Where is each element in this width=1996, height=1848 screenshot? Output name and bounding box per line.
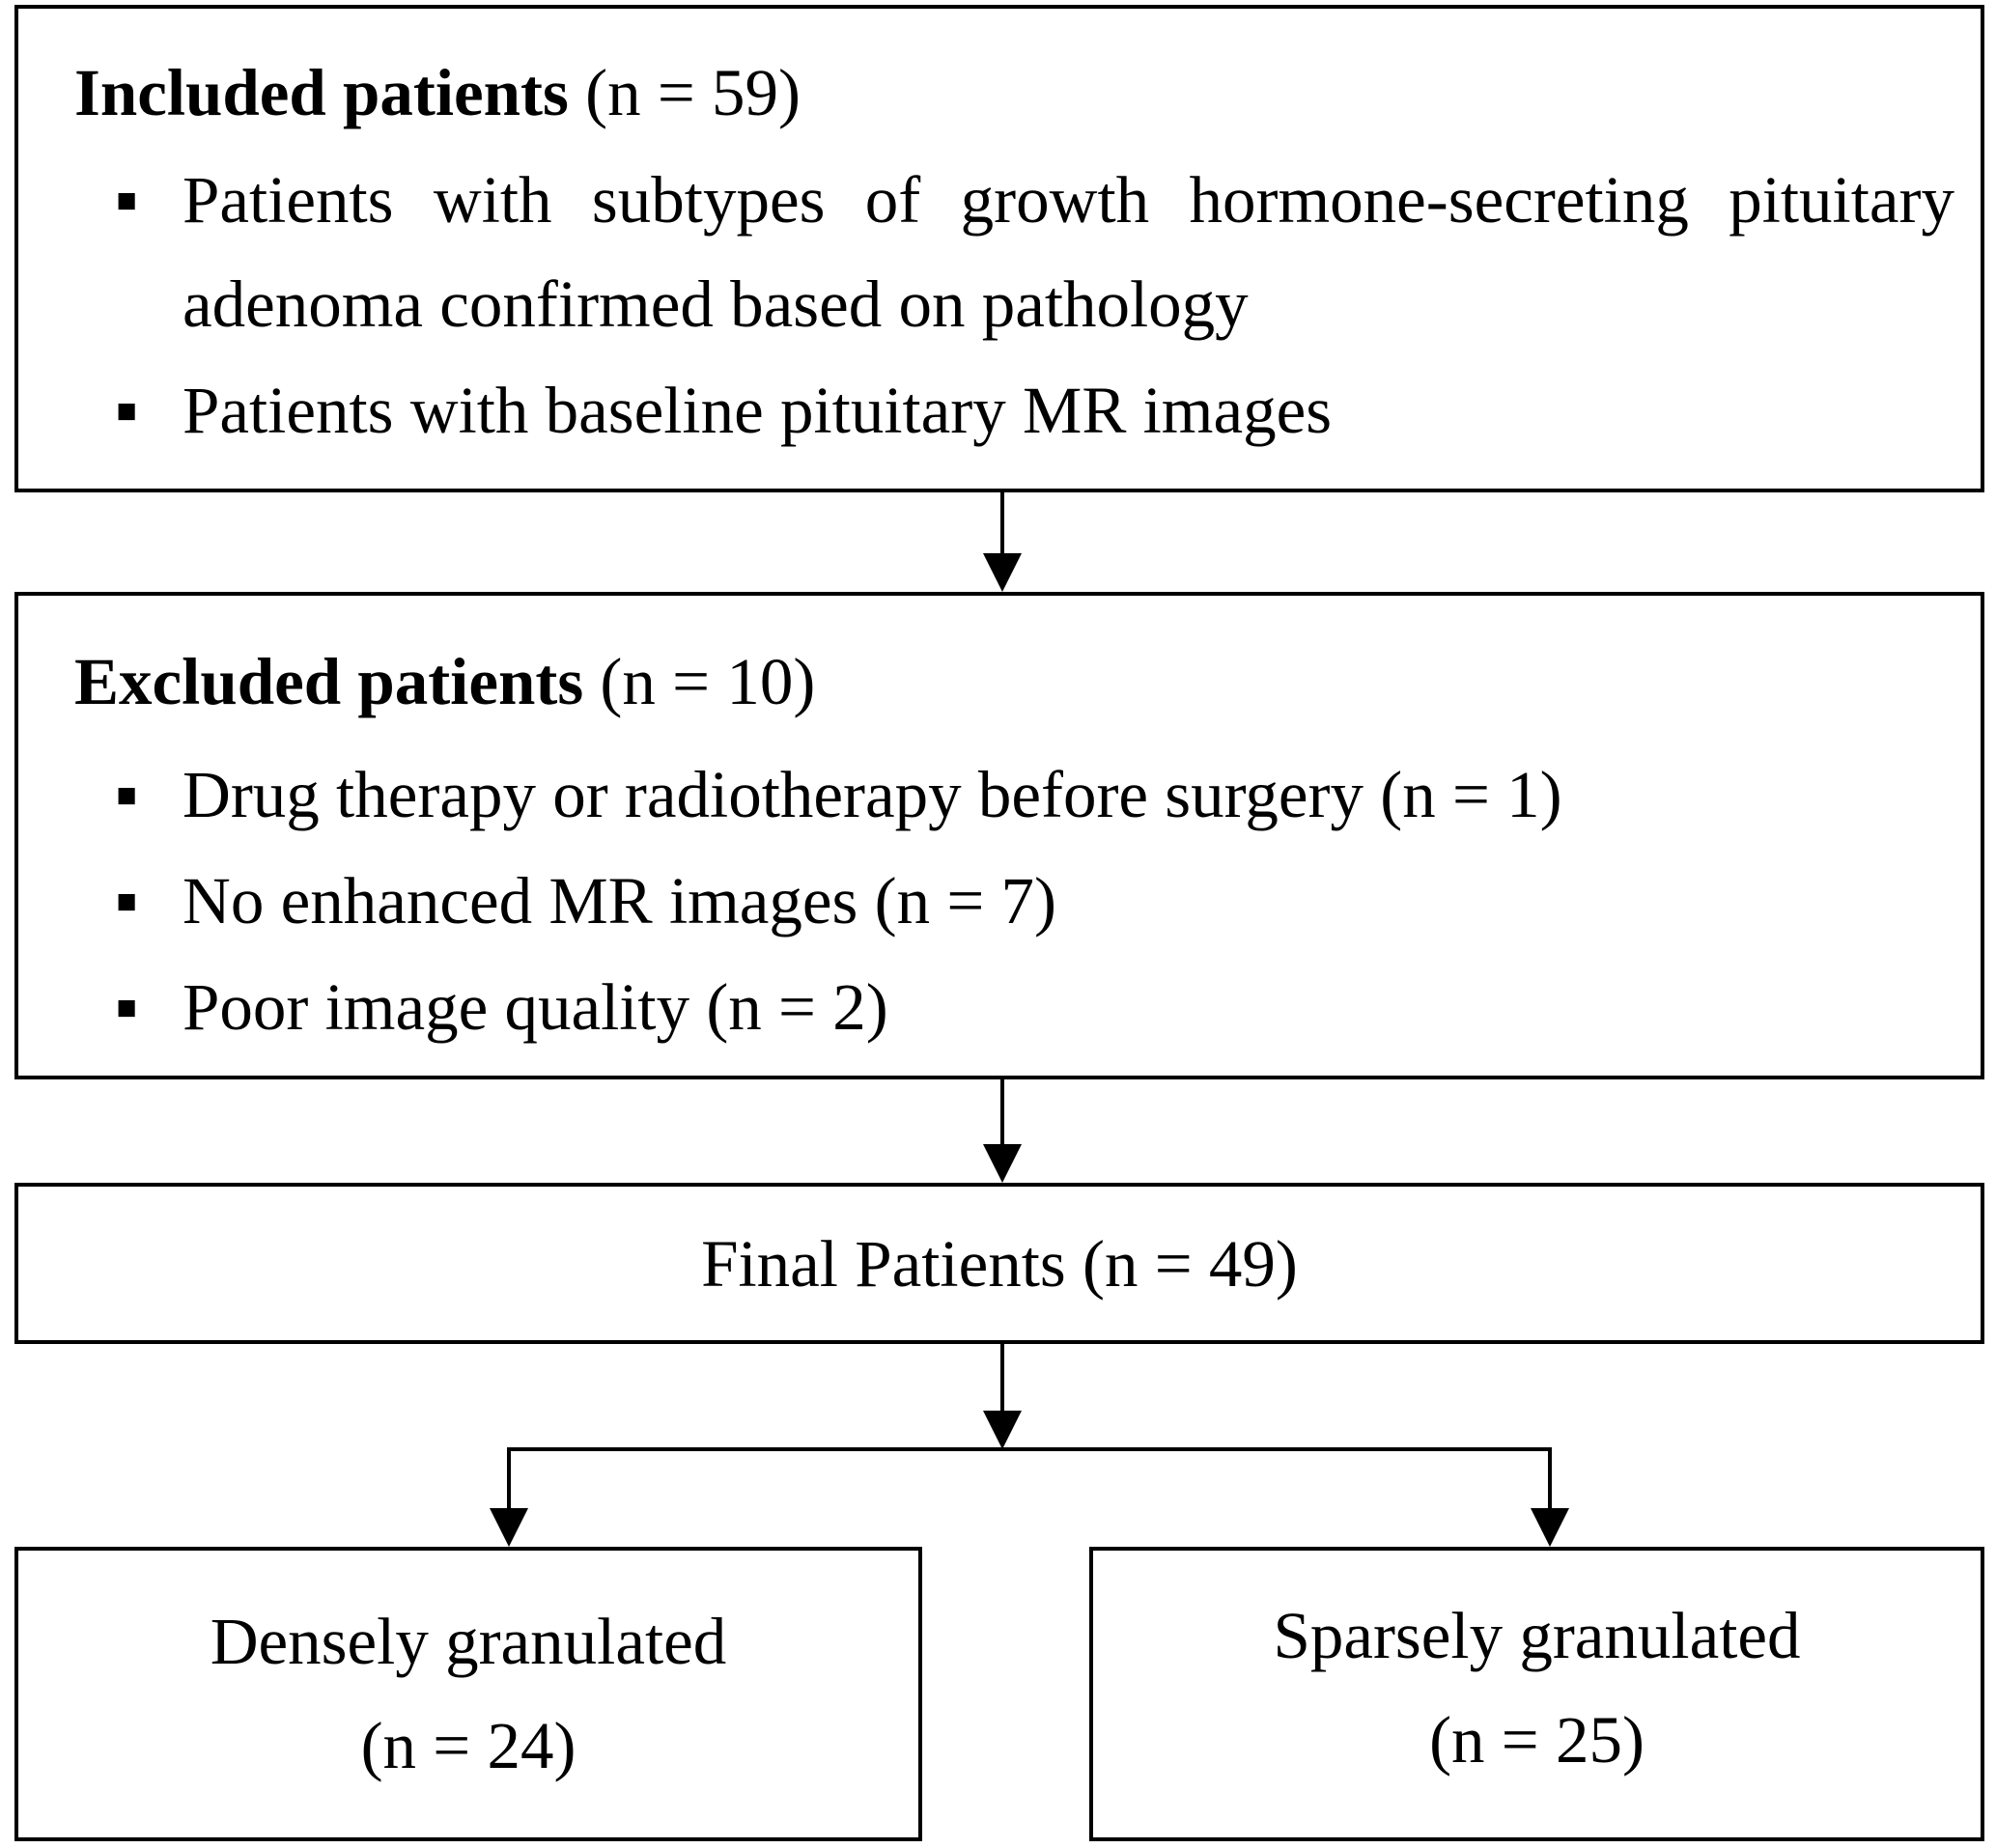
included-criterion-text: Patients with subtypes of growth hormone… (183, 163, 1954, 341)
densely-granulated-text: Densely granulated (n = 24) (18, 1589, 918, 1798)
final-patients-label: Final Patients (n = 49) (701, 1227, 1298, 1301)
excluded-heading-label: Excluded patients (74, 645, 584, 718)
included-heading: Included patients (n = 59) (74, 60, 801, 126)
excluded-heading: Excluded patients (n = 10) (74, 649, 815, 715)
densely-granulated-count: (n = 24) (360, 1709, 576, 1782)
included-criterion-text: Patients with baseline pituitary MR imag… (183, 374, 1333, 447)
included-patients-box: Included patients (n = 59) ▪ Patients wi… (14, 5, 1984, 492)
sparsely-granulated-label: Sparsely granulated (1273, 1599, 1801, 1672)
arrow-to-dense (490, 1447, 528, 1547)
densely-granulated-box: Densely granulated (n = 24) (14, 1547, 922, 1841)
excluded-reason-text: Drug therapy or radiotherapy before surg… (183, 758, 1562, 831)
arrow-included-to-excluded (983, 492, 1022, 592)
excluded-heading-count: (n = 10) (600, 645, 816, 718)
bullet-icon: ▪ (115, 758, 139, 831)
bullet-icon: ▪ (115, 970, 139, 1044)
bullet-icon: ▪ (115, 374, 139, 447)
sparsely-granulated-text: Sparsely granulated (n = 25) (1093, 1583, 1981, 1792)
included-criterion-item: ▪ Patients with subtypes of growth hormo… (115, 148, 1954, 356)
arrow-final-to-split (983, 1344, 1022, 1449)
included-heading-count: (n = 59) (585, 56, 801, 129)
excluded-reason-item: ▪ No enhanced MR images (n = 7) (115, 849, 1954, 953)
excluded-reason-text: Poor image quality (n = 2) (183, 970, 888, 1044)
final-patients-box: Final Patients (n = 49) (14, 1183, 1984, 1344)
excluded-reason-item: ▪ Drug therapy or radiotherapy before su… (115, 742, 1954, 847)
arrow-excluded-to-final (983, 1079, 1022, 1183)
included-heading-label: Included patients (74, 56, 569, 129)
excluded-reason-text: No enhanced MR images (n = 7) (183, 864, 1057, 938)
sparsely-granulated-count: (n = 25) (1429, 1703, 1645, 1777)
excluded-reason-item: ▪ Poor image quality (n = 2) (115, 955, 1954, 1059)
densely-granulated-label: Densely granulated (210, 1605, 727, 1678)
bullet-icon: ▪ (115, 163, 139, 237)
included-criterion-item: ▪ Patients with baseline pituitary MR im… (115, 358, 1954, 462)
excluded-patients-box: Excluded patients (n = 10) ▪ Drug therap… (14, 592, 1984, 1079)
sparsely-granulated-box: Sparsely granulated (n = 25) (1089, 1547, 1984, 1841)
bullet-icon: ▪ (115, 864, 139, 938)
arrow-to-sparse (1531, 1447, 1569, 1547)
